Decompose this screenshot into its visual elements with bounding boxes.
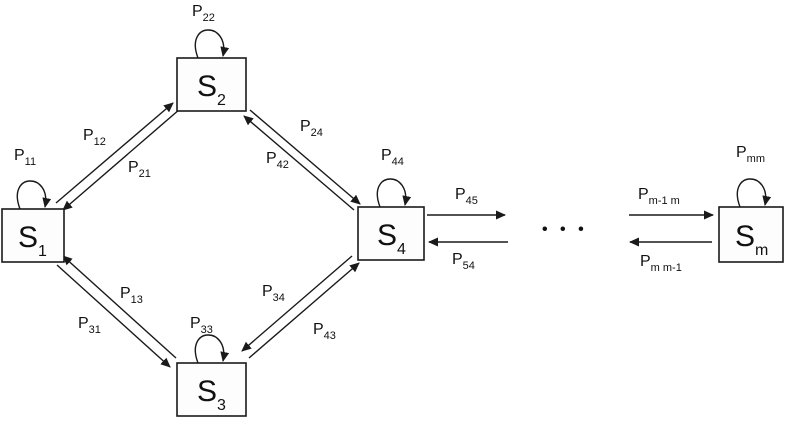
ellipsis-dots: • • •: [542, 221, 588, 238]
state-label-s3: S3: [197, 375, 226, 414]
edge-label-p13: P13: [120, 285, 143, 306]
state-label-sm: Sm: [735, 220, 768, 259]
edge-label-pmm: Pmm: [736, 144, 765, 165]
state-label-s1: S1: [18, 221, 47, 260]
state-node-s3: [176, 362, 247, 417]
edge-label-p21: P21: [128, 159, 151, 180]
edge-label-p12: P12: [83, 127, 106, 148]
edge-label-p33: P33: [190, 315, 213, 336]
state-node-s4: [357, 206, 425, 261]
edge-label-p42: P42: [266, 150, 289, 171]
state-label-s2: S2: [197, 70, 226, 109]
edge-label-p11: P11: [14, 147, 36, 168]
self-loop-s3: [194, 334, 230, 364]
state-node-s2: [176, 57, 247, 112]
edge-s4-s3: [241, 255, 353, 352]
state-node-s1: [1, 208, 65, 263]
edge-s3-s1: [62, 255, 177, 359]
edge-label-p22: P22: [192, 3, 215, 24]
edge-label-p54: P54: [452, 251, 475, 272]
edge-s3-s4: [248, 262, 360, 359]
edge-label-pm-1-m: Pm-1 m: [638, 186, 680, 207]
edge-label-p24: P24: [300, 118, 323, 139]
self-loop-sm: [736, 178, 772, 208]
edge-s2-s1: [62, 108, 181, 211]
edge-s4-s2: [243, 115, 355, 211]
self-loop-s4: [376, 178, 412, 208]
edge-label-p34: P34: [262, 283, 285, 304]
edge-s1-s3: [56, 264, 171, 368]
edge-s2-s4: [249, 109, 361, 205]
edge-label-p31: P31: [78, 315, 101, 336]
self-loop-s2: [194, 29, 230, 59]
state-node-sm: [718, 206, 784, 263]
edge-label-p43: P43: [313, 321, 336, 342]
edge-label-p45: P45: [455, 186, 478, 207]
edge-s1-s2: [55, 102, 174, 204]
edge-label-p44: P44: [381, 147, 404, 168]
self-loop-s1: [16, 180, 52, 210]
state-label-s4: S4: [377, 219, 406, 258]
edge-label-pm-m-1: Pm m-1: [640, 253, 682, 274]
